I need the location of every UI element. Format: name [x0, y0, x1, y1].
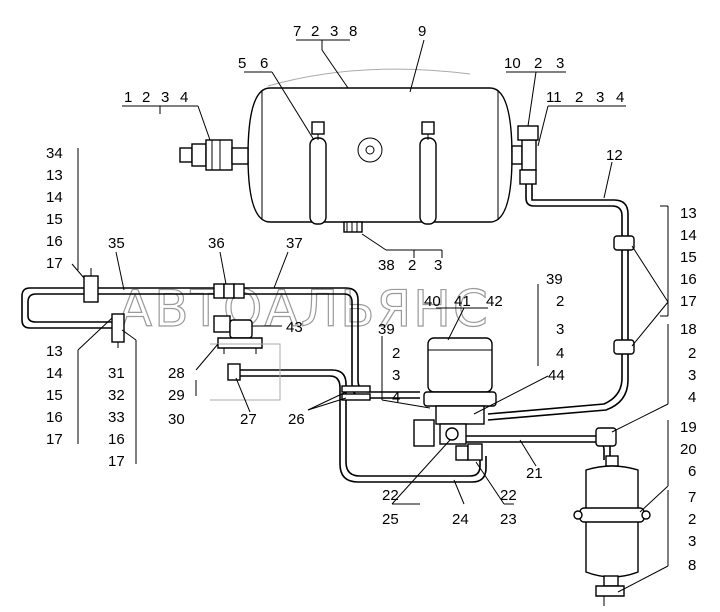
callout-29: 29 [168, 387, 185, 404]
callout-13: 13 [46, 343, 63, 360]
callout-2: 2 [688, 345, 696, 362]
callout-17: 17 [680, 293, 697, 310]
callout-10: 10 [504, 55, 521, 72]
callout-41: 41 [454, 293, 471, 310]
callout-40: 40 [424, 293, 441, 310]
callout-6: 6 [688, 463, 696, 480]
callout-15: 15 [46, 211, 63, 228]
callout-2: 2 [392, 345, 400, 362]
callout-37: 37 [286, 235, 303, 252]
callout-43: 43 [286, 319, 303, 336]
callout-15: 15 [680, 249, 697, 266]
callout-4: 4 [180, 89, 188, 106]
callout-3: 3 [556, 55, 564, 72]
callout-8: 8 [349, 23, 357, 40]
callout-4: 4 [392, 389, 400, 406]
callout-3: 3 [392, 367, 400, 384]
callout-24: 24 [452, 511, 469, 528]
callout-2: 2 [311, 23, 319, 40]
callout-17: 17 [46, 431, 63, 448]
callout-35: 35 [108, 235, 125, 252]
callout-34: 34 [46, 145, 63, 162]
callout-18: 18 [680, 321, 697, 338]
callout-7: 7 [688, 489, 696, 506]
callout-2: 2 [575, 89, 583, 106]
callout-17: 17 [108, 453, 125, 470]
callout-25: 25 [382, 511, 399, 528]
callout-39: 39 [546, 271, 563, 288]
callout-31: 31 [108, 365, 125, 382]
callout-7: 7 [293, 23, 301, 40]
callout-17: 17 [46, 255, 63, 272]
callout-32: 32 [108, 387, 125, 404]
callout-3: 3 [688, 533, 696, 550]
callout-2: 2 [534, 55, 542, 72]
callout-16: 16 [680, 271, 697, 288]
callout-5: 5 [238, 55, 246, 72]
callout-labels: 7 2 3 8 9 5 6 1 2 3 4 10 2 3 11 2 3 4 12… [46, 23, 697, 574]
callout-9: 9 [418, 23, 426, 40]
callout-44: 44 [548, 367, 565, 384]
callout-2: 2 [556, 293, 564, 310]
callout-13: 13 [46, 167, 63, 184]
callout-33: 33 [108, 409, 125, 426]
air-receiver [247, 68, 513, 233]
leader-lines [71, 39, 669, 593]
condensate-receiver [573, 455, 651, 606]
callout-14: 14 [680, 227, 697, 244]
callout-16: 16 [46, 409, 63, 426]
callout-14: 14 [46, 189, 63, 206]
callout-26: 26 [288, 411, 305, 428]
callout-3: 3 [161, 89, 169, 106]
pressure-regulator-assembly [413, 337, 497, 461]
callout-1: 1 [124, 89, 132, 106]
callout-36: 36 [208, 235, 225, 252]
callout-21: 21 [526, 465, 543, 482]
callout-12: 12 [606, 147, 623, 164]
callout-3: 3 [330, 23, 338, 40]
callout-3: 3 [688, 367, 696, 384]
callout-2: 2 [688, 511, 696, 528]
callout-4: 4 [688, 389, 696, 406]
callout-19: 19 [680, 419, 697, 436]
callout-28: 28 [168, 365, 185, 382]
callout-2: 2 [142, 89, 150, 106]
callout-8: 8 [688, 557, 696, 574]
air-lines [21, 184, 635, 483]
callout-38: 38 [378, 257, 395, 274]
callout-22: 22 [500, 487, 517, 504]
callout-13: 13 [680, 205, 697, 222]
callout-14: 14 [46, 365, 63, 382]
callout-30: 30 [168, 411, 185, 428]
callout-3: 3 [434, 257, 442, 274]
callout-42: 42 [486, 293, 503, 310]
callout-4: 4 [556, 345, 564, 362]
callout-3: 3 [596, 89, 604, 106]
receiver-inlet-valve [179, 139, 249, 171]
receiver-outlet-fitting [511, 125, 539, 185]
callout-23: 23 [500, 511, 517, 528]
callout-2: 2 [408, 257, 416, 274]
callout-3: 3 [556, 321, 564, 338]
callout-16: 16 [108, 431, 125, 448]
callout-22: 22 [382, 487, 399, 504]
callout-15: 15 [46, 387, 63, 404]
watermark: АВТОАЛЬЯНС [118, 280, 490, 338]
callout-11: 11 [546, 89, 562, 106]
callout-6: 6 [260, 55, 268, 72]
callout-20: 20 [680, 441, 697, 458]
callout-27: 27 [240, 411, 257, 428]
callout-4: 4 [616, 89, 624, 106]
callout-16: 16 [46, 233, 63, 250]
callout-39: 39 [378, 321, 395, 338]
